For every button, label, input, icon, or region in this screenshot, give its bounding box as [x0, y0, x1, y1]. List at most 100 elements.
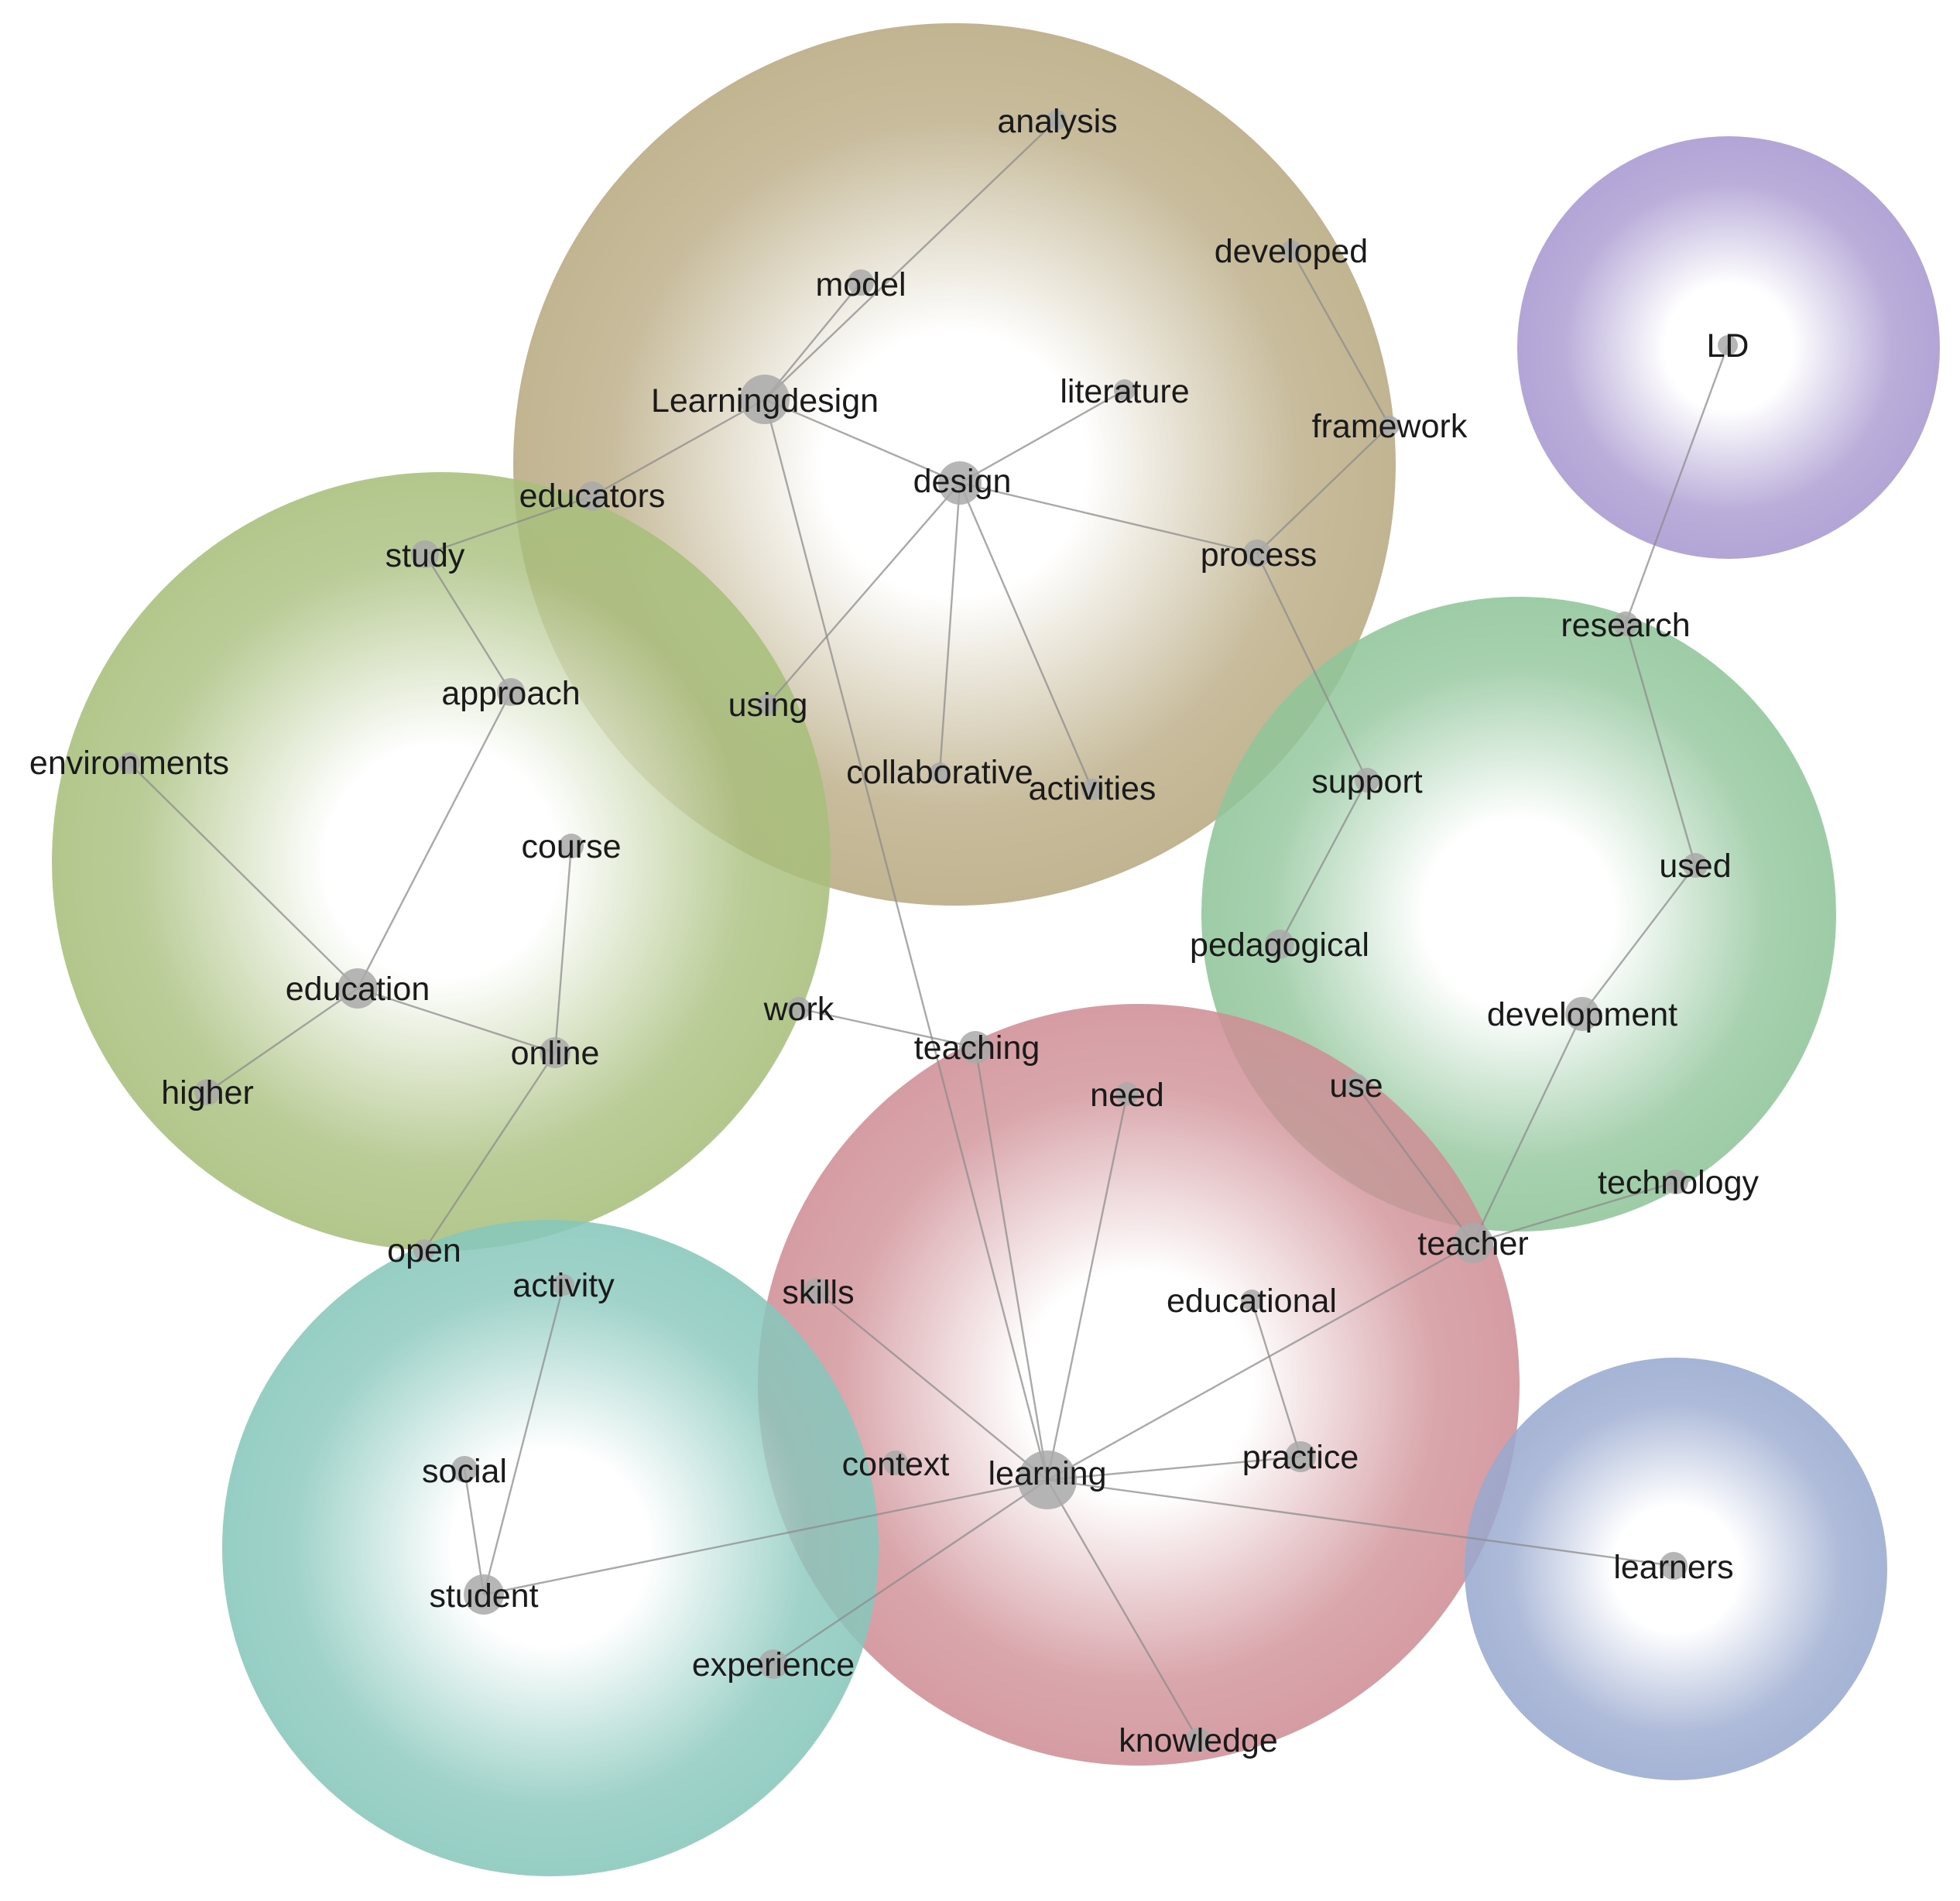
- node-label-support: support: [1311, 763, 1422, 800]
- node-dot-collaborative[interactable]: [930, 762, 950, 783]
- node-approach[interactable]: approach: [441, 675, 580, 712]
- node-dot-practice[interactable]: [1285, 1441, 1316, 1472]
- node-dot-knowledge[interactable]: [1186, 1728, 1211, 1752]
- node-dot-open[interactable]: [413, 1239, 435, 1261]
- node-work[interactable]: work: [763, 991, 834, 1028]
- node-model[interactable]: model: [815, 266, 906, 303]
- node-dot-student[interactable]: [464, 1574, 504, 1615]
- node-label-design: design: [913, 463, 1012, 500]
- node-process[interactable]: process: [1201, 536, 1318, 574]
- node-dot-support[interactable]: [1355, 768, 1379, 793]
- node-course[interactable]: course: [521, 828, 621, 865]
- node-dot-framework[interactable]: [1379, 416, 1400, 436]
- node-analysis[interactable]: analysis: [997, 103, 1117, 140]
- node-context[interactable]: context: [842, 1446, 950, 1483]
- node-pedagogical[interactable]: pedagogical: [1190, 927, 1369, 964]
- node-use[interactable]: use: [1329, 1067, 1383, 1105]
- node-study[interactable]: study: [385, 537, 465, 574]
- node-dot-learningdesign[interactable]: [740, 375, 790, 424]
- node-label-open: open: [387, 1232, 461, 1269]
- node-dot-course[interactable]: [559, 834, 584, 858]
- node-label-need: need: [1090, 1077, 1164, 1114]
- node-dot-teacher[interactable]: [1453, 1223, 1493, 1263]
- node-dot-analysis[interactable]: [1047, 110, 1067, 130]
- node-dot-online[interactable]: [540, 1037, 571, 1068]
- node-knowledge[interactable]: knowledge: [1119, 1722, 1278, 1759]
- node-dot-process[interactable]: [1243, 539, 1271, 567]
- node-dot-use[interactable]: [1345, 1074, 1368, 1097]
- node-online[interactable]: online: [511, 1035, 600, 1072]
- node-literature[interactable]: literature: [1060, 373, 1189, 410]
- edge-used-development: [1581, 865, 1696, 1015]
- node-open[interactable]: open: [387, 1232, 461, 1269]
- node-student[interactable]: student: [429, 1574, 539, 1615]
- node-design[interactable]: design: [913, 461, 1012, 505]
- node-dot-technology[interactable]: [1664, 1170, 1688, 1194]
- node-dot-learning[interactable]: [1018, 1451, 1077, 1509]
- node-need[interactable]: need: [1090, 1077, 1164, 1114]
- node-dot-design[interactable]: [938, 461, 982, 505]
- node-educators[interactable]: educators: [519, 478, 666, 515]
- node-education[interactable]: education: [286, 968, 430, 1009]
- node-teaching[interactable]: teaching: [914, 1029, 1040, 1067]
- node-dot-work[interactable]: [787, 997, 810, 1020]
- node-collaborative[interactable]: collaborative: [846, 754, 1033, 791]
- node-dot-skills[interactable]: [804, 1278, 830, 1304]
- node-dot-using[interactable]: [757, 694, 779, 715]
- node-skills[interactable]: skills: [782, 1274, 854, 1311]
- node-dot-teaching[interactable]: [959, 1031, 992, 1064]
- node-ld[interactable]: LD: [1707, 327, 1749, 365]
- node-teacher[interactable]: teacher: [1417, 1223, 1529, 1263]
- node-dot-educational[interactable]: [1241, 1290, 1263, 1311]
- node-development[interactable]: development: [1487, 996, 1677, 1033]
- node-dot-need[interactable]: [1115, 1082, 1139, 1105]
- node-using[interactable]: using: [728, 687, 808, 724]
- node-dot-development[interactable]: [1565, 997, 1599, 1031]
- node-activity[interactable]: activity: [512, 1267, 615, 1304]
- node-environments[interactable]: environments: [29, 745, 229, 782]
- node-learningdesign[interactable]: Learningdesign: [651, 375, 879, 424]
- node-dot-developed[interactable]: [1281, 240, 1301, 260]
- node-learners[interactable]: learners: [1613, 1549, 1733, 1586]
- node-dot-experience[interactable]: [759, 1649, 788, 1679]
- node-label-developed: developed: [1215, 233, 1368, 270]
- edge-learning-student: [483, 1478, 1048, 1596]
- node-dot-environments[interactable]: [118, 752, 140, 774]
- node-dot-learners[interactable]: [1660, 1552, 1688, 1580]
- node-social[interactable]: social: [422, 1453, 507, 1490]
- node-label-technology: technology: [1598, 1164, 1759, 1201]
- node-activities[interactable]: activities: [1029, 770, 1156, 807]
- node-label-using: using: [728, 687, 808, 724]
- node-framework[interactable]: framework: [1312, 408, 1468, 445]
- node-dot-literature[interactable]: [1114, 379, 1136, 401]
- node-dot-used[interactable]: [1683, 853, 1708, 878]
- node-dot-ld[interactable]: [1718, 335, 1738, 355]
- node-dot-activities[interactable]: [1081, 779, 1103, 800]
- node-research[interactable]: research: [1561, 607, 1690, 644]
- node-label-collaborative: collaborative: [846, 754, 1033, 791]
- node-label-course: course: [521, 828, 621, 865]
- node-dot-higher[interactable]: [194, 1079, 221, 1105]
- node-dot-educators[interactable]: [577, 481, 607, 511]
- node-technology[interactable]: technology: [1598, 1164, 1759, 1201]
- node-dot-social[interactable]: [451, 1456, 478, 1482]
- node-dot-activity[interactable]: [553, 1274, 574, 1296]
- node-higher[interactable]: higher: [161, 1074, 254, 1111]
- node-dot-research[interactable]: [1613, 611, 1638, 636]
- node-dot-pedagogical[interactable]: [1265, 930, 1294, 959]
- node-support[interactable]: support: [1311, 763, 1422, 800]
- node-dot-study[interactable]: [411, 540, 439, 568]
- node-developed[interactable]: developed: [1215, 233, 1368, 270]
- edge-education-online: [357, 987, 556, 1054]
- node-dot-approach[interactable]: [497, 678, 525, 706]
- node-experience[interactable]: experience: [692, 1646, 855, 1683]
- node-used[interactable]: used: [1659, 848, 1731, 885]
- node-dot-model[interactable]: [848, 269, 874, 296]
- edge-ld-research: [1624, 344, 1729, 625]
- node-dot-education[interactable]: [338, 968, 378, 1009]
- node-dot-context[interactable]: [883, 1451, 908, 1475]
- node-practice[interactable]: practice: [1242, 1439, 1359, 1476]
- node-label-study: study: [385, 537, 465, 574]
- node-learning[interactable]: learning: [989, 1451, 1107, 1509]
- node-educational[interactable]: educational: [1167, 1283, 1337, 1320]
